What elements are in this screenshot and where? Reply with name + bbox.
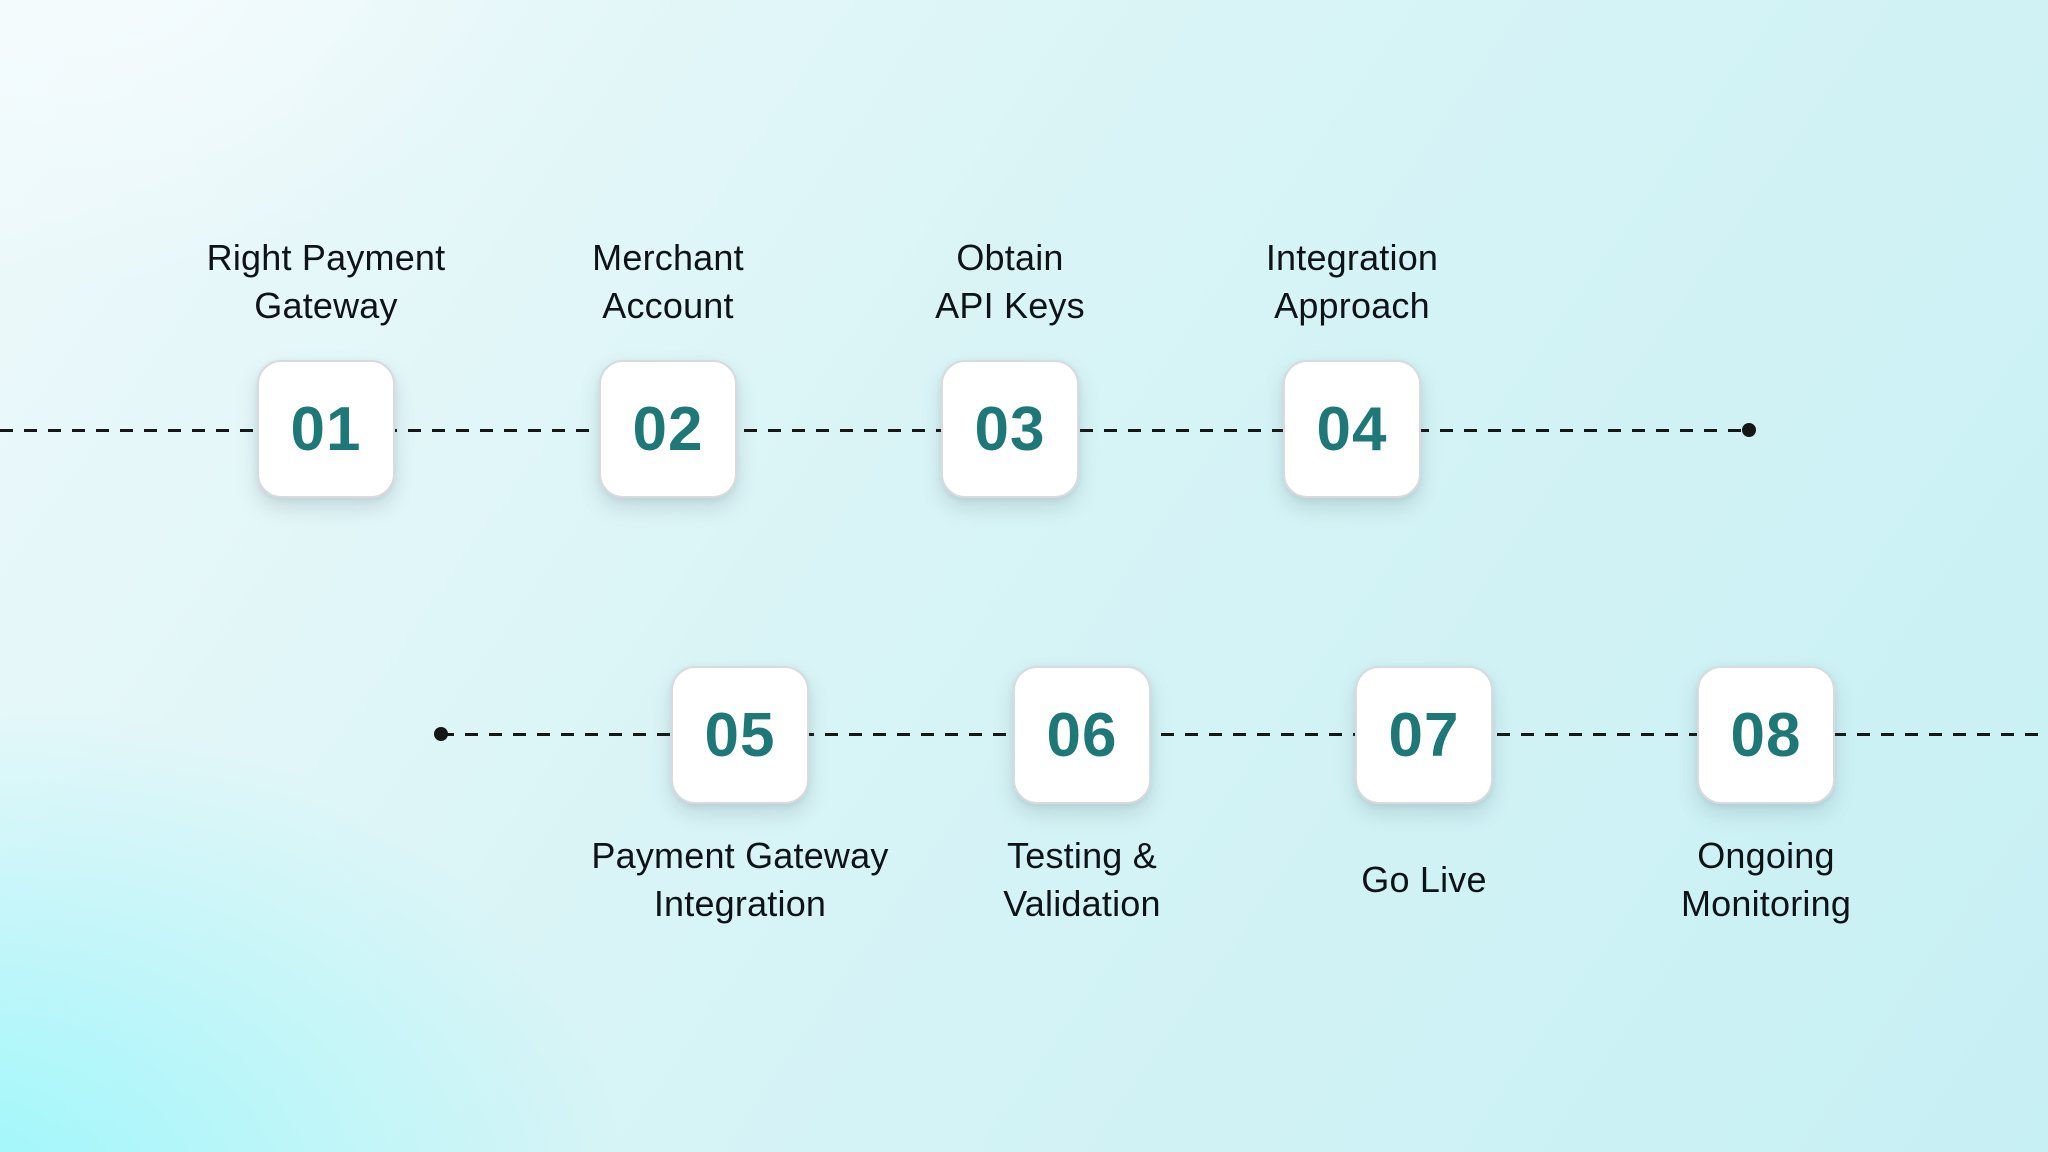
step-07: 07 Go Live	[1244, 666, 1604, 928]
step-05-box: 05	[671, 666, 809, 804]
step-05-number: 05	[704, 700, 776, 770]
step-02-box: 02	[599, 360, 737, 498]
step-03-label-slot: Obtain API Keys	[830, 234, 1190, 330]
step-07-label-slot: Go Live	[1244, 832, 1604, 928]
step-02-label: Merchant Account	[592, 237, 744, 326]
step-01-label-slot: Right Payment Gateway	[146, 234, 506, 330]
bottom-row-dashed-connector	[441, 733, 2048, 736]
top-row-end-dot	[1742, 423, 1756, 437]
step-08-box: 08	[1697, 666, 1835, 804]
step-02-number: 02	[632, 394, 704, 464]
step-01-number: 01	[290, 394, 362, 464]
step-06: 06 Testing & Validation	[902, 666, 1262, 928]
step-08: 08 Ongoing Monitoring	[1586, 666, 1946, 928]
step-03-label: Obtain API Keys	[935, 237, 1085, 326]
step-04-label: Integration Approach	[1265, 237, 1439, 326]
step-04-box: 04	[1283, 360, 1421, 498]
step-07-number: 07	[1388, 700, 1460, 770]
step-07-label: Go Live	[1361, 859, 1487, 900]
step-08-number: 08	[1730, 700, 1802, 770]
step-05: 05 Payment Gateway Integration	[560, 666, 920, 928]
step-02: Merchant Account 02	[488, 234, 848, 498]
step-01: Right Payment Gateway 01	[146, 234, 506, 498]
step-07-box: 07	[1355, 666, 1493, 804]
step-01-label: Right Payment Gateway	[206, 237, 446, 326]
step-08-label-slot: Ongoing Monitoring	[1586, 832, 1946, 928]
step-01-box: 01	[257, 360, 395, 498]
step-04-number: 04	[1316, 394, 1388, 464]
step-05-label: Payment Gateway Integration	[591, 835, 889, 924]
step-06-label: Testing & Validation	[1003, 835, 1161, 924]
top-row-dashed-connector	[0, 429, 1748, 432]
step-04-label-slot: Integration Approach	[1172, 234, 1532, 330]
bottom-row-start-dot	[434, 727, 448, 741]
step-03: Obtain API Keys 03	[830, 234, 1190, 498]
step-03-number: 03	[974, 394, 1046, 464]
step-05-label-slot: Payment Gateway Integration	[560, 832, 920, 928]
step-06-label-slot: Testing & Validation	[902, 832, 1262, 928]
step-08-label: Ongoing Monitoring	[1680, 835, 1852, 924]
step-04: Integration Approach 04	[1172, 234, 1532, 498]
step-06-number: 06	[1046, 700, 1118, 770]
step-03-box: 03	[941, 360, 1079, 498]
step-02-label-slot: Merchant Account	[488, 234, 848, 330]
step-06-box: 06	[1013, 666, 1151, 804]
